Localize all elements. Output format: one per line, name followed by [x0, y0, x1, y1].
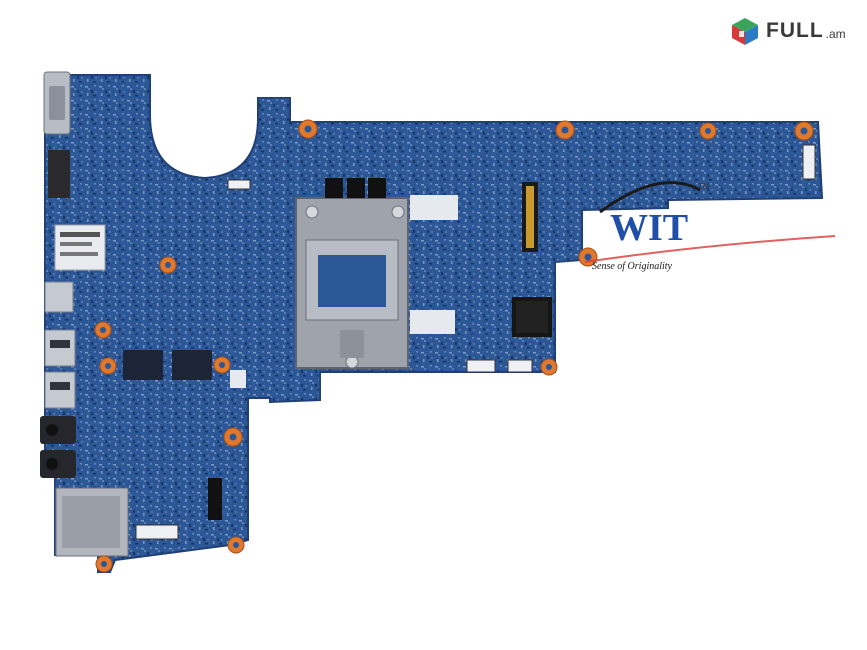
fpc-connector — [135, 524, 179, 540]
wit-tagline-text: Sense of Originality — [592, 261, 673, 272]
full-am-logo: FULL .am — [730, 14, 846, 48]
chip — [123, 350, 163, 380]
label-pad — [410, 195, 458, 220]
chip — [325, 178, 343, 198]
fpc-connector — [227, 179, 251, 190]
usb-port-1 — [44, 281, 74, 313]
label-pad — [230, 370, 246, 388]
chip — [347, 178, 365, 198]
wit-tm-text: TM — [698, 182, 710, 191]
chip — [172, 350, 212, 380]
fpc-connector — [208, 478, 222, 520]
chip — [368, 178, 386, 198]
fpc-connector — [466, 359, 496, 373]
wit-brand-text: WIT — [610, 207, 688, 249]
label-pad — [410, 310, 455, 334]
cpu-socket-bracket — [295, 197, 409, 369]
logo-site-name: FULL — [766, 19, 824, 42]
fpc-connector — [507, 359, 533, 373]
label-sticker — [54, 224, 106, 271]
wit-stamp: WIT Sense of Originality TM — [584, 181, 836, 272]
hdmi-port — [48, 150, 70, 198]
logo-site-domain: .am — [825, 27, 846, 41]
fpc-connector — [802, 144, 816, 180]
cube-logo-icon — [732, 18, 758, 45]
